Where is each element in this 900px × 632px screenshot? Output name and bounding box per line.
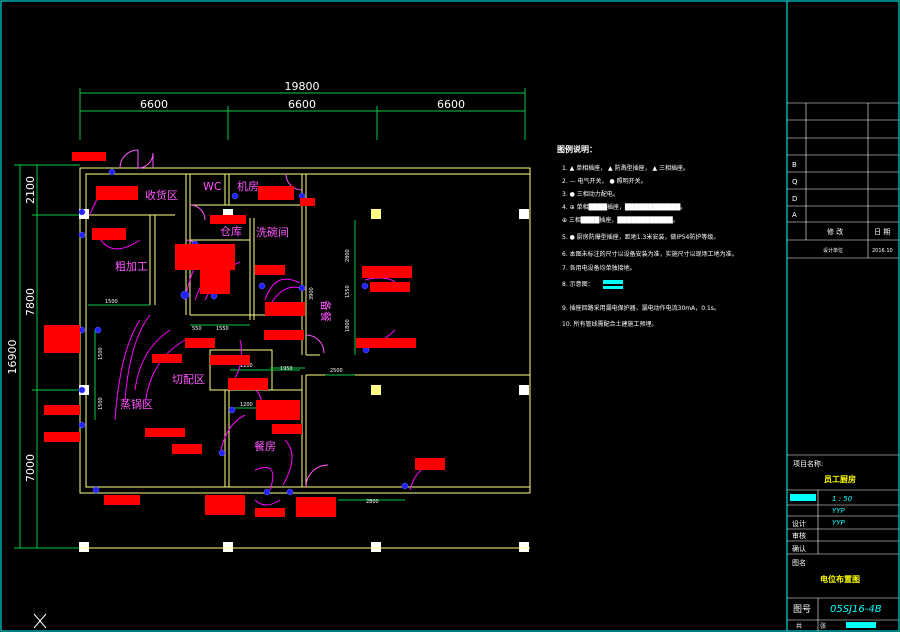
total-height-label: 16900 bbox=[6, 340, 19, 375]
dimension-label: 1950 bbox=[280, 366, 293, 372]
dimension-label: 2800 bbox=[366, 499, 379, 505]
room-label-receiving: 收货区 bbox=[145, 188, 178, 202]
dimension-label: 1550 bbox=[345, 285, 351, 298]
bay-width-label: 6600 bbox=[140, 98, 168, 111]
legend-note: 4. ⊕ 单相████插座，████████████。 bbox=[562, 203, 686, 211]
dimension-label: 1200 bbox=[240, 363, 253, 369]
scale-swatch bbox=[790, 494, 816, 501]
title-block bbox=[787, 102, 899, 631]
bay-width-label: 6600 bbox=[437, 98, 465, 111]
dimension-label: 1550 bbox=[216, 326, 229, 332]
room-label-washing: 洗碗间 bbox=[256, 225, 289, 239]
dimension-label: 1500 bbox=[105, 299, 118, 305]
dimension-overall-height bbox=[14, 164, 80, 549]
legend-note: 9. 插座回路采用漏电保护器，漏电动作电流30mA，0.1s。 bbox=[562, 304, 720, 312]
room-label-wc: WC bbox=[203, 180, 222, 193]
drawing-name-label: 图名 bbox=[792, 558, 806, 567]
sheet-count-label: 共 bbox=[796, 622, 802, 630]
room-label-dining: 餐房 bbox=[254, 439, 276, 453]
legend-swatch bbox=[603, 286, 623, 289]
date-tag: 2016.10 bbox=[872, 248, 893, 254]
revision-label: B bbox=[792, 161, 797, 169]
project-name: 员工厨房 bbox=[824, 474, 856, 484]
row-height-label: 7000 bbox=[24, 454, 37, 482]
legend-title: 图例说明： bbox=[557, 144, 597, 154]
inner-dimension-labels: 1500 1500 1500 2800 1550 1800 550 1550 1… bbox=[98, 249, 379, 505]
legend-notes: 图例说明： 1. ▲ 单相插座， ▲ 防溅型插座， ▲ 三相插座。 2. — 电… bbox=[557, 144, 738, 328]
walls bbox=[79, 167, 531, 494]
row-value: YYP bbox=[832, 507, 846, 515]
room-labels: 收货区 WC 机房 仓库 洗碗间 粗加工 切配区 蒸锅区 备餐 餐房 bbox=[115, 179, 333, 453]
room-label-machine-room: 机房 bbox=[237, 179, 259, 193]
dimension-label: 3900 bbox=[309, 287, 315, 300]
dimension-label: 1500 bbox=[98, 397, 104, 410]
legend-note: 1. ▲ 单相插座， ▲ 防溅型插座， ▲ 三相插座。 bbox=[562, 164, 689, 172]
room-label-cutting: 切配区 bbox=[172, 373, 205, 386]
inner-dimensions bbox=[88, 220, 405, 501]
revision-label: A bbox=[792, 211, 797, 219]
ucs-icon bbox=[33, 613, 47, 629]
dimension-label: 1200 bbox=[240, 402, 253, 408]
dimension-label: 2800 bbox=[345, 249, 351, 262]
row-label: 设计 bbox=[792, 519, 806, 528]
drawing-number: 05SJ16-4B bbox=[830, 604, 882, 615]
project-label: 项目名称: bbox=[793, 459, 823, 468]
legend-note: 6. 本图未标注的尺寸以设备安装为准，实施尺寸以现场工地为准。 bbox=[562, 250, 738, 258]
legend-note: ⊕ 三相████插座，████████████。 bbox=[562, 216, 679, 224]
row-value: YYP bbox=[832, 519, 846, 527]
drawing-no-label: 图号 bbox=[793, 604, 811, 615]
legend-note: 7. 各用电设备均单独接地。 bbox=[562, 264, 636, 272]
legend-note: 2. — 电气开关， ● 照明开关。 bbox=[562, 177, 647, 185]
revision-label: Q bbox=[792, 178, 798, 186]
legend-note: 10. 所有管线需配合土建施工预埋。 bbox=[562, 320, 657, 328]
dimension-label: 1500 bbox=[98, 347, 104, 360]
designer-tag: 设计单位 bbox=[823, 247, 843, 254]
device-annotations bbox=[44, 152, 445, 517]
row-label: 确认 bbox=[792, 544, 806, 553]
row-label: 审核 bbox=[792, 531, 806, 540]
revision-column-label: 修 改 bbox=[827, 227, 843, 236]
room-label-cooking: 蒸锅区 bbox=[120, 398, 153, 411]
room-label-dispatch: 备餐 bbox=[319, 300, 333, 322]
bay-width-label: 6600 bbox=[288, 98, 316, 111]
date-column-label: 日 期 bbox=[874, 228, 890, 236]
sheet-swatch bbox=[846, 622, 876, 628]
row-height-label: 7800 bbox=[24, 288, 37, 316]
legend-swatch bbox=[603, 280, 623, 284]
drawing-name: 电位布置图 bbox=[820, 574, 860, 584]
row-height-label: 2100 bbox=[24, 176, 37, 204]
legend-note: 3. ● 三相动力配电。 bbox=[562, 190, 619, 198]
room-label-storage: 仓库 bbox=[220, 224, 242, 238]
sheet-label: 张 bbox=[820, 622, 826, 630]
dimension-overall-width bbox=[79, 88, 526, 140]
room-label-rough-processing: 粗加工 bbox=[115, 260, 148, 273]
legend-note: 8. 示意图： bbox=[562, 280, 594, 288]
total-width-label: 19800 bbox=[285, 80, 320, 93]
scale-value: 1 : 50 bbox=[832, 495, 853, 503]
dimension-label: 2500 bbox=[330, 368, 343, 374]
door-swings bbox=[119, 149, 329, 488]
revision-label: D bbox=[792, 195, 797, 203]
legend-note: 5. ● 厨房防爆型插座，距地1.3米安装，做IP54防护等级。 bbox=[562, 233, 719, 241]
dimension-label: 1800 bbox=[345, 319, 351, 332]
dimension-label: 550 bbox=[192, 326, 202, 332]
